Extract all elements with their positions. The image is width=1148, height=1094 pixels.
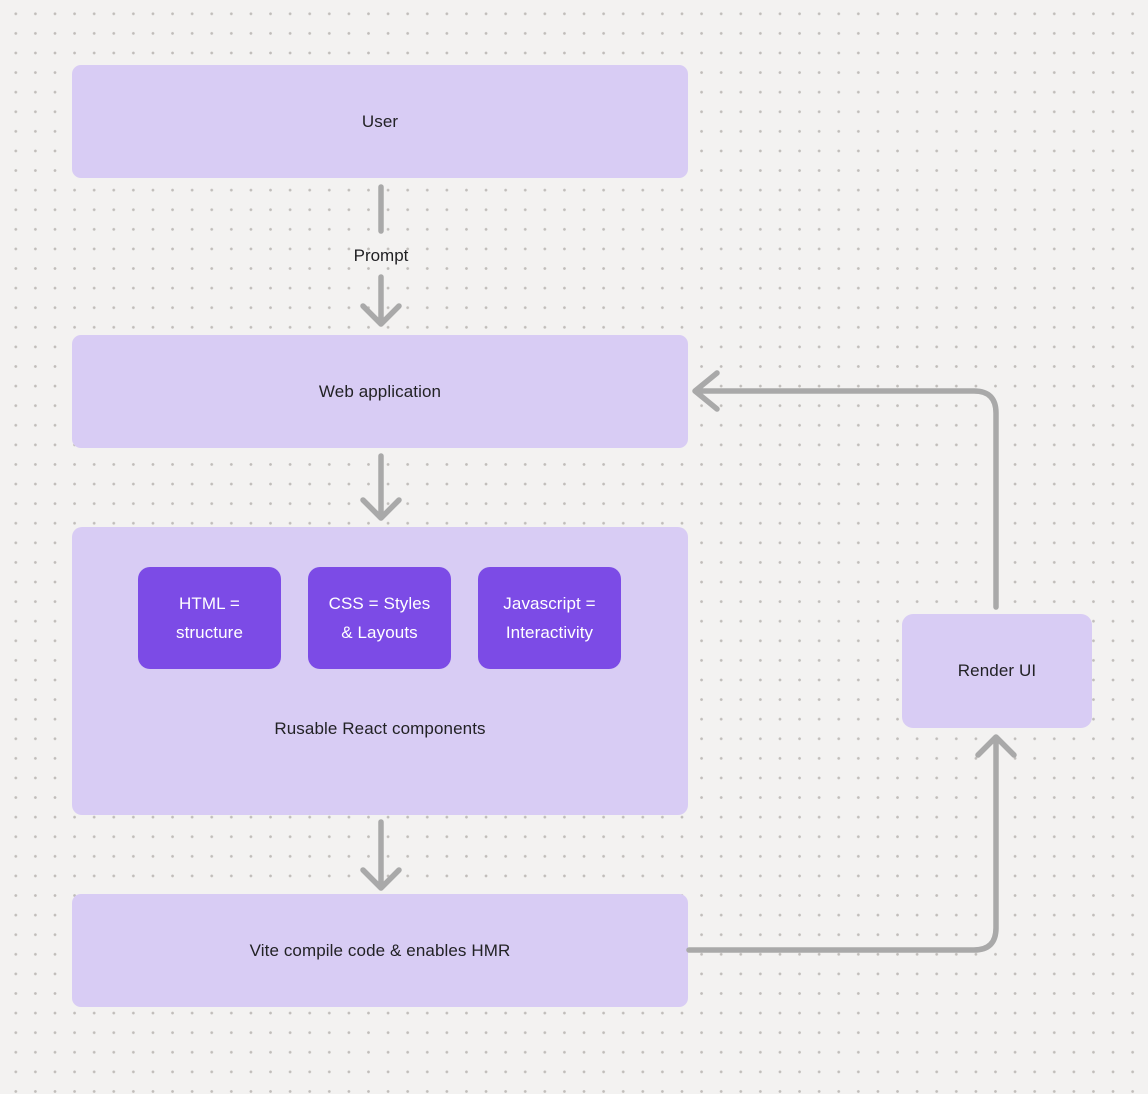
node-user: User xyxy=(72,65,688,178)
arrow-renderui-to-webapp xyxy=(692,370,999,610)
node-render-ui-label: Render UI xyxy=(957,661,1037,680)
chip-html-structure: HTML = structure xyxy=(138,567,281,669)
edge-label-prompt: Prompt xyxy=(353,246,409,265)
chip-css-styles: CSS = Styles & Layouts xyxy=(308,567,451,669)
node-vite-compile: Vite compile code & enables HMR xyxy=(72,894,688,1007)
group-react-components: HTML = structure CSS = Styles & Layouts … xyxy=(72,527,688,815)
node-render-ui: Render UI xyxy=(902,614,1092,728)
arrow-components-to-vite xyxy=(360,819,402,891)
node-user-label: User xyxy=(361,111,399,131)
chip-javascript-interactivity: Javascript = Interactivity xyxy=(478,567,621,669)
arrow-user-to-webapp-head xyxy=(360,274,402,327)
node-vite-compile-label: Vite compile code & enables HMR xyxy=(249,940,511,960)
node-web-application: Web application xyxy=(72,335,688,448)
group-react-components-caption: Rusable React components xyxy=(274,719,486,738)
node-web-application-label: Web application xyxy=(318,381,442,401)
arrow-webapp-to-components xyxy=(360,453,402,521)
arrow-vite-to-renderui xyxy=(686,734,1017,953)
